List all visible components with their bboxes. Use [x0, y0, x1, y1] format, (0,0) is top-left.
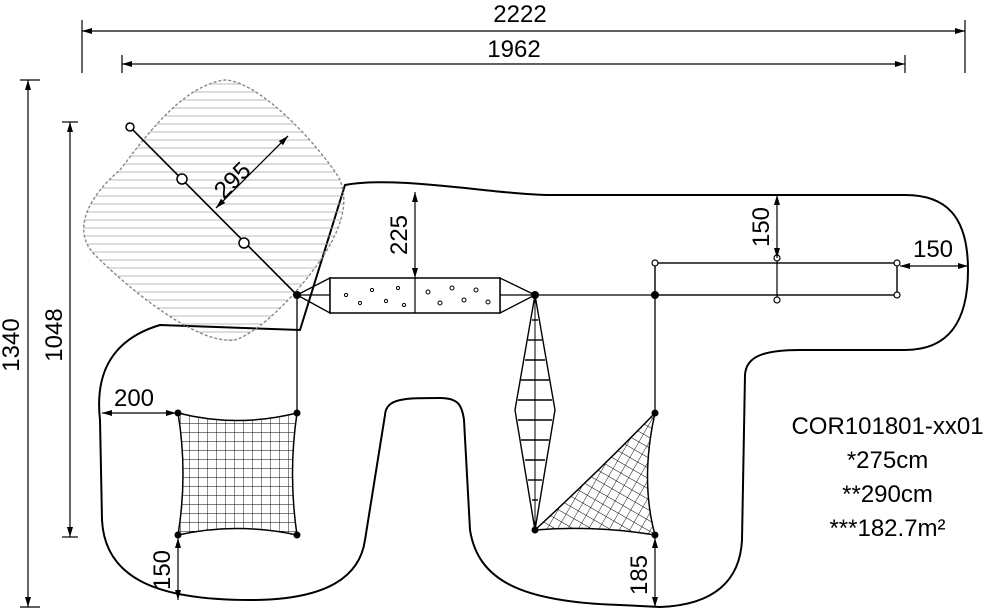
fall-height-1: *275cm [846, 447, 929, 474]
dim-top-right-gap: 150 [748, 207, 775, 247]
fall-height-2: **290cm [842, 481, 933, 508]
safety-area: ***182.7m² [829, 515, 946, 542]
upper-beam [654, 262, 898, 296]
bridge-dots [343, 285, 491, 308]
climbing-net-triangle [532, 410, 657, 536]
dim-bottom-center: 185 [626, 555, 653, 595]
dim-right-overhang: 150 [913, 236, 953, 263]
product-code: COR101801-xx01 [791, 413, 984, 440]
dim-bridge-gap: 225 [386, 215, 413, 255]
dim-left-offset: 200 [114, 385, 154, 412]
dim-inner-height: 1048 [41, 308, 68, 361]
product-spec-block: COR101801-xx01 *275cm **290cm ***182.7m² [775, 410, 1000, 546]
dim-inner-width: 1962 [487, 36, 540, 63]
axis-point-2 [176, 173, 188, 185]
climbing-net-left [177, 411, 298, 536]
dim-bottom-left: 150 [149, 550, 176, 590]
dim-total-height: 1340 [0, 318, 25, 371]
safety-zone-outline [98, 181, 970, 609]
axis-point-3 [238, 237, 250, 249]
dim-line-platform [215, 135, 289, 209]
dim-total-width: 2222 [493, 1, 546, 28]
axis-point-1 [125, 122, 135, 132]
platform-axis [129, 126, 298, 296]
